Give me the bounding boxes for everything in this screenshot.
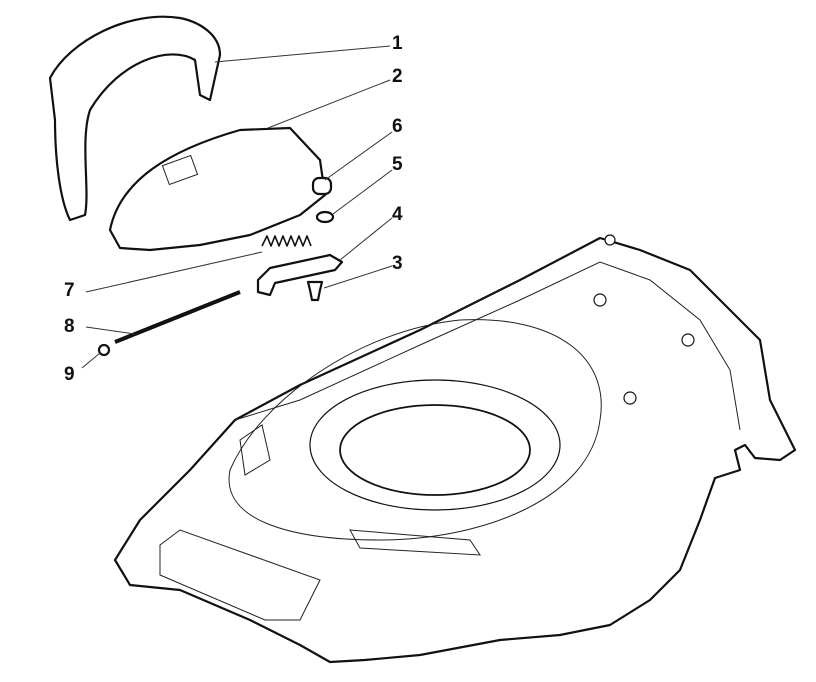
leader-lines <box>81 45 393 369</box>
callout-8: 8 <box>64 316 75 337</box>
callout-6: 6 <box>392 116 403 137</box>
part-4-bracket <box>256 253 344 297</box>
part-9-ring <box>97 343 111 357</box>
callout-7: 7 <box>64 280 75 301</box>
mower-deck <box>113 234 797 664</box>
part-3-screw <box>306 280 324 302</box>
part-1-cover <box>48 15 222 222</box>
part-2-housing <box>108 126 327 252</box>
part-7-spring <box>261 235 312 247</box>
part-5-nut <box>315 210 335 224</box>
callout-5: 5 <box>392 154 403 175</box>
callout-1: 1 <box>392 33 403 54</box>
part-8-rod <box>114 290 241 344</box>
callout-2: 2 <box>392 66 403 87</box>
callout-3: 3 <box>392 253 403 274</box>
callout-4: 4 <box>392 204 403 225</box>
part-6-cap <box>311 176 333 196</box>
callout-9: 9 <box>64 364 75 385</box>
